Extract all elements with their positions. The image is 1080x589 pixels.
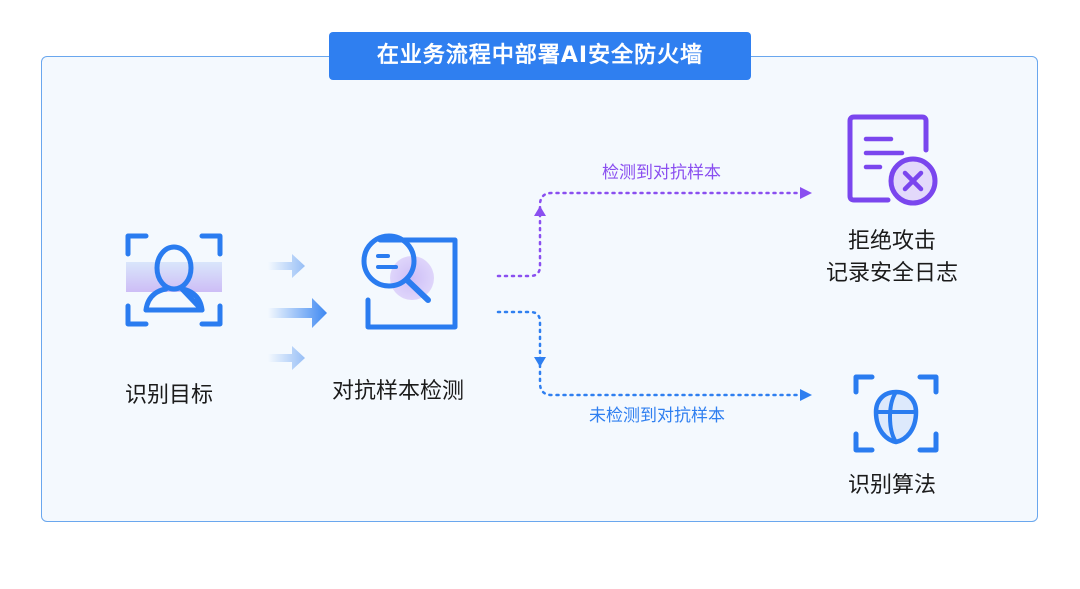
node-identify-target: 识别目标 <box>125 383 214 408</box>
face-id-icon <box>853 374 939 453</box>
branch-label-not-detected: 未检测到对抗样本 <box>589 406 725 426</box>
node-reject-line2: 记录安全日志 <box>826 261 959 286</box>
diagram-title: 在业务流程中部署AI安全防火墙 <box>329 32 751 80</box>
magnifier-scan-icon <box>361 233 458 330</box>
node-reject-line1: 拒绝攻击 <box>848 229 937 254</box>
document-reject-icon <box>847 114 938 206</box>
flow-arrows <box>268 254 327 370</box>
node-recognition-algorithm: 识别算法 <box>848 473 937 498</box>
not-detected-path <box>496 310 812 401</box>
arrow-right-icon <box>268 298 327 328</box>
branch-label-detected: 检测到对抗样本 <box>602 163 721 183</box>
arrow-right-icon <box>268 254 305 278</box>
detected-path <box>496 187 812 278</box>
arrow-right-icon <box>268 346 305 370</box>
face-scan-icon <box>125 233 223 327</box>
node-detect-samples: 对抗样本检测 <box>332 379 465 404</box>
